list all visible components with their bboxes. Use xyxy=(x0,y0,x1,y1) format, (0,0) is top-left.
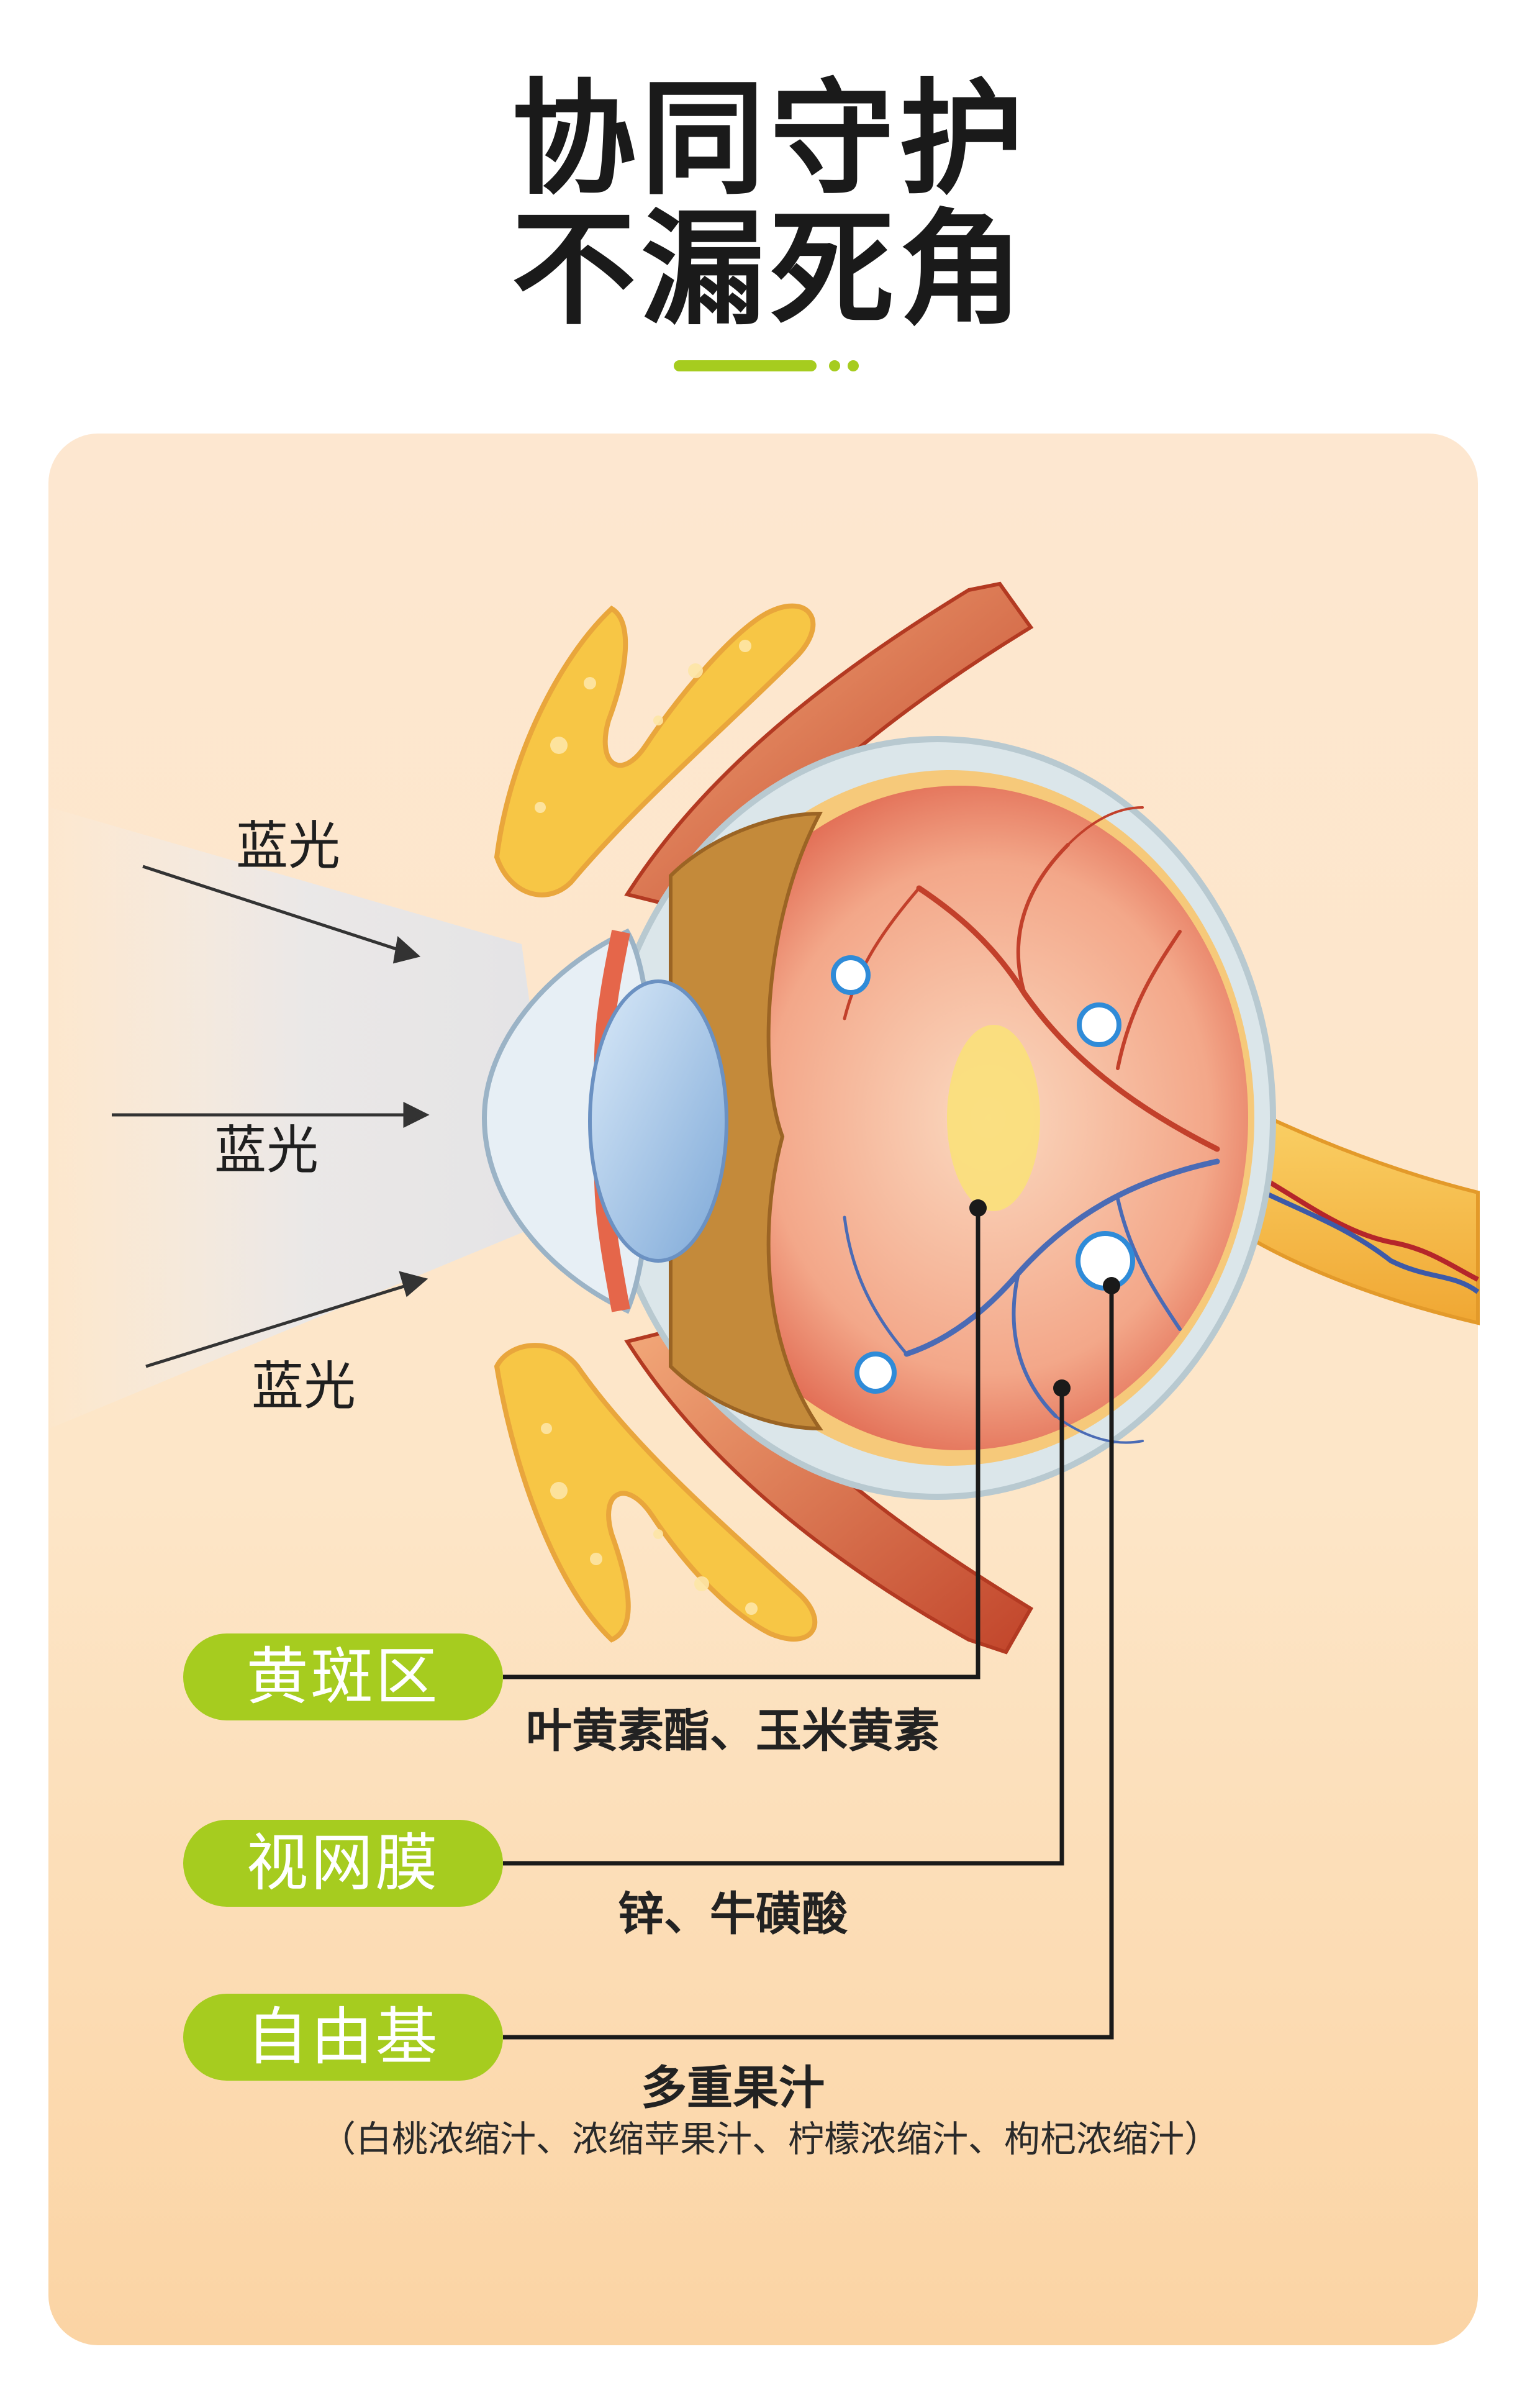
ciliary-body xyxy=(669,811,823,1431)
callout-free-radical-nutrients: 多重果汁 xyxy=(641,2061,825,2115)
lens xyxy=(588,979,728,1263)
blue-light-label-top: 蓝光 xyxy=(236,815,341,876)
page-title-line-1: 协同守护 xyxy=(511,67,1028,212)
callout-macula-nutrients: 叶黄素酯、玉米黄素 xyxy=(526,1704,940,1758)
optic-nerve xyxy=(1215,1090,1480,1325)
title-divider-dot xyxy=(848,360,859,371)
orbital-bone-upper xyxy=(494,603,816,897)
title-divider-dot xyxy=(829,360,840,371)
callout-macula-label: 黄斑区 xyxy=(183,1633,503,1720)
callout-free-radical-label: 自由基 xyxy=(183,1994,503,2081)
callout-anchor-dots xyxy=(969,1199,1120,1397)
blue-light-label-bottom: 蓝光 xyxy=(251,1356,356,1417)
retinal-blood-vessels xyxy=(843,806,1220,1444)
title-divider-bar xyxy=(674,360,817,371)
blue-light-label-middle: 蓝光 xyxy=(214,1120,319,1181)
callout-retina-nutrients: 锌、牛磺酸 xyxy=(618,1888,848,1941)
callout-retina-label: 视网膜 xyxy=(183,1820,503,1907)
callout-leader-lines xyxy=(503,1208,1114,2040)
blue-light-arrows xyxy=(112,865,430,1368)
orbital-bone-lower xyxy=(494,1343,817,1643)
macula xyxy=(947,1025,1040,1211)
page-title-line-2: 不漏死角 xyxy=(511,198,1028,342)
callout-free-radical-note: （白桃浓缩汁、浓缩苹果汁、柠檬浓缩汁、枸杞浓缩汁） xyxy=(319,2118,1220,2160)
blue-light-beam xyxy=(50,807,559,1429)
